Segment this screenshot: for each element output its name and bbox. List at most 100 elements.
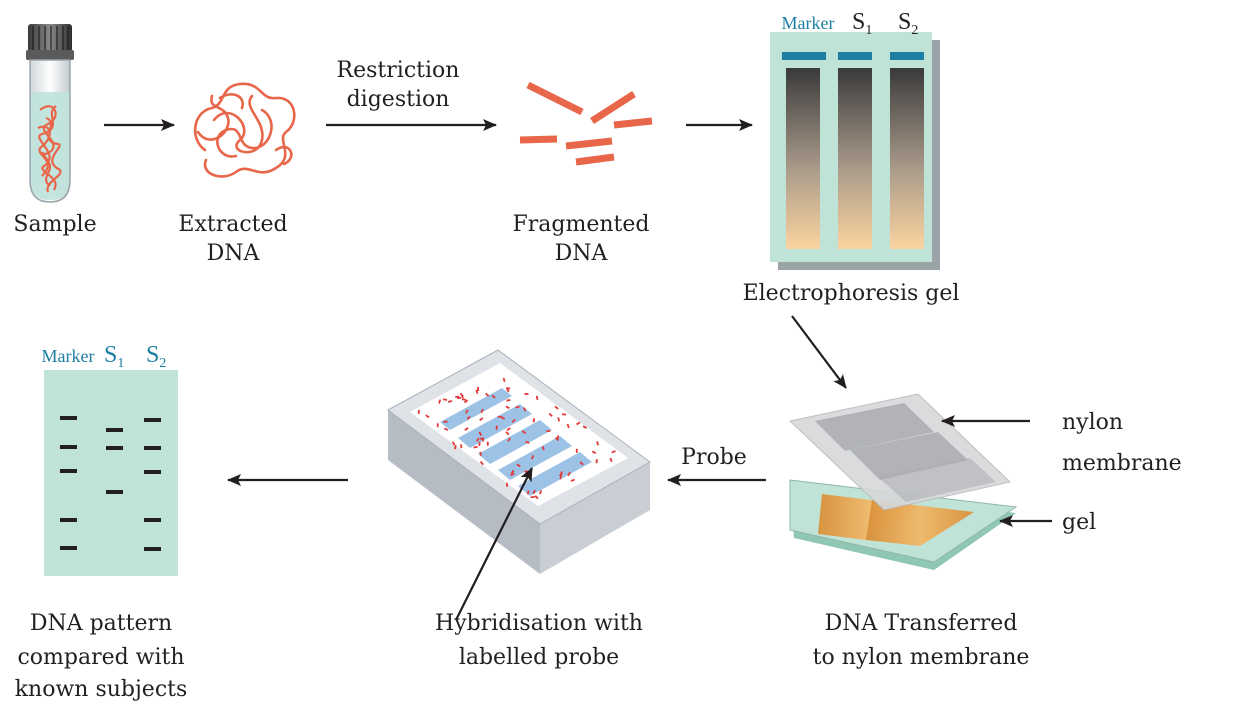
probe-dot — [591, 450, 597, 454]
probe-dot — [596, 441, 600, 446]
probe-dot — [476, 437, 480, 442]
probe-dot — [505, 405, 510, 410]
probe-dot — [559, 475, 562, 480]
sample-label: Sample — [13, 212, 96, 237]
probe-dot — [538, 490, 543, 495]
probe-dot — [460, 394, 464, 399]
probe-dot — [609, 457, 613, 463]
pattern-label-2: compared with — [17, 645, 184, 670]
pattern-lane-marker: Marker — [42, 346, 95, 366]
probe-dot — [464, 427, 469, 431]
probe-dot — [530, 496, 535, 499]
probe-dot — [534, 495, 539, 500]
probe-dot — [479, 461, 484, 466]
fragmented-label-1: Fragmented — [513, 212, 650, 237]
probe-dot — [500, 416, 506, 420]
probe-dot — [548, 412, 553, 417]
probe-dot — [453, 445, 457, 450]
probe-dot — [506, 427, 511, 431]
probe-dot — [475, 389, 479, 394]
probe-dot — [530, 455, 535, 460]
arrow-to-tray — [455, 467, 533, 621]
pattern-lane-s2: S2 — [146, 342, 166, 371]
probe-dot — [521, 430, 527, 434]
probe-dot — [438, 399, 442, 404]
probe-dot — [461, 398, 467, 401]
arrow-gel-to-membrane — [791, 315, 847, 389]
dna-pattern-icon — [44, 370, 178, 576]
dna-tangle-icon — [193, 82, 296, 178]
probe-dot — [575, 448, 578, 453]
probe-dot — [579, 461, 584, 466]
probe-dot — [506, 388, 510, 393]
probe-dot — [473, 446, 478, 449]
probe-dot — [511, 418, 516, 423]
probe-dot — [436, 423, 439, 428]
probe-dot — [479, 451, 483, 456]
extracted-label-2: DNA — [207, 241, 261, 266]
probe-dot — [478, 441, 481, 447]
probe-dot — [505, 431, 510, 436]
probe-dot — [557, 417, 561, 422]
probe-dot — [576, 421, 581, 426]
probe-dot — [478, 431, 483, 436]
probe-dot — [485, 392, 490, 397]
probe-dot — [460, 444, 463, 449]
probe-dot — [479, 437, 484, 440]
probe-dot — [442, 398, 448, 401]
fragmented-label-2: DNA — [555, 241, 609, 266]
probe-dot — [535, 395, 539, 400]
probe-dot — [558, 472, 563, 477]
probe-dot — [546, 430, 551, 433]
probe-dot — [491, 394, 496, 399]
probe-dot — [455, 395, 460, 398]
probe-dot — [451, 441, 456, 446]
pattern-label-1: DNA pattern — [30, 611, 172, 636]
probe-dot — [443, 427, 449, 431]
probe-dot — [507, 437, 512, 442]
probe-dot — [522, 407, 527, 412]
probe-dot — [554, 436, 559, 442]
probe-dot — [495, 425, 498, 430]
probe-dot — [570, 478, 575, 482]
gel-lane-s2: S2 — [898, 9, 918, 38]
nylon-label-2: membrane — [1062, 451, 1182, 476]
probe-dot — [417, 409, 421, 414]
probe-dot — [443, 420, 448, 423]
test-tube-icon — [26, 24, 74, 203]
electrophoresis-label: Electrophoresis gel — [743, 281, 960, 306]
restriction-label-2: digestion — [347, 87, 450, 112]
probe-dot — [447, 399, 453, 404]
probe-dot — [554, 405, 559, 410]
membrane-stack-icon — [788, 393, 1018, 570]
pattern-lane-s1: S1 — [104, 342, 124, 371]
probe-dot — [532, 489, 536, 495]
probe-dot — [515, 405, 520, 409]
probe-dot — [506, 399, 511, 402]
probe-dot — [526, 490, 530, 495]
electrophoresis-gel-icon — [770, 32, 940, 270]
pattern-label-3: known subjects — [15, 677, 188, 701]
probe-dot — [582, 425, 588, 429]
probe-dot — [497, 415, 502, 418]
restriction-label-1: Restriction — [337, 58, 460, 83]
probe-dot — [463, 399, 469, 404]
gel-label: gel — [1062, 510, 1096, 535]
probe-dot — [479, 417, 484, 422]
probe-label: Probe — [681, 445, 747, 470]
probe-dot — [425, 414, 430, 419]
probe-dot — [516, 463, 521, 468]
probe-dot — [567, 471, 571, 477]
hybrid-label-2: labelled probe — [459, 645, 619, 670]
extracted-label-1: Extracted — [178, 212, 287, 237]
probe-dot — [510, 469, 515, 475]
probe-dot — [525, 440, 530, 444]
probe-dot — [505, 482, 509, 487]
transferred-label-1: DNA Transferred — [825, 611, 1018, 636]
probe-dot — [466, 415, 471, 420]
probe-dot — [562, 413, 567, 416]
probe-dot — [502, 377, 506, 383]
transferred-label-2: to nylon membrane — [813, 645, 1030, 670]
hybrid-label-1: Hybridisation with — [435, 611, 643, 636]
